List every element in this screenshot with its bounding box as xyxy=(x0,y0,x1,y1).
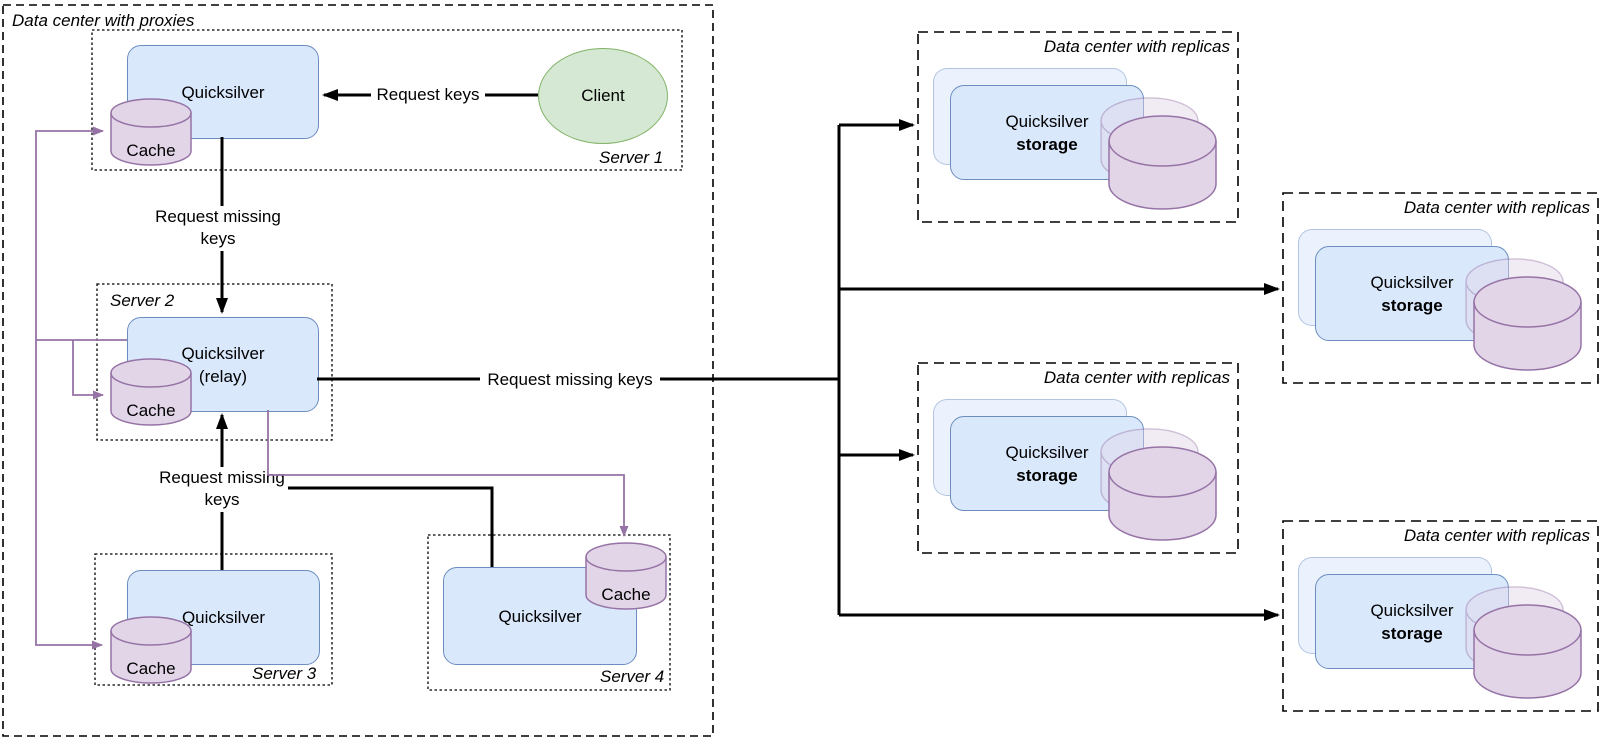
edge-label-line1: Request missing xyxy=(155,207,281,226)
edge-relay-to-server1-cache xyxy=(35,126,104,340)
server2-cache-cylinder: Cache xyxy=(110,358,192,426)
server2-cache-label: Cache xyxy=(126,401,176,420)
server2-label: Server 2 xyxy=(110,291,175,310)
server1-cache-label: Cache xyxy=(126,141,176,160)
replica-dc1-storage-cylinder xyxy=(1108,115,1217,210)
replica-node-line1: Quicksilver xyxy=(1370,600,1454,620)
replica-dc4: Data center with replicas Quicksilver st… xyxy=(1283,521,1598,711)
replica-dc4-label: Data center with replicas xyxy=(1403,526,1590,545)
edge-server4-to-relay xyxy=(288,486,494,567)
replica-dc2: Data center with replicas Quicksilver st… xyxy=(1283,193,1598,383)
server1-quicksilver-label: Quicksilver xyxy=(181,82,265,102)
edge-relay-to-server3-cache xyxy=(35,340,103,650)
server3-quicksilver-label: Quicksilver xyxy=(181,608,266,627)
server3-cache-cylinder: Cache xyxy=(110,616,192,684)
replica-dc1: Data center with replicas Quicksilver st… xyxy=(918,32,1238,222)
server4-label: Server 4 xyxy=(600,667,665,686)
client-label: Client xyxy=(581,86,625,105)
replica-node-line2: storage xyxy=(1016,465,1078,485)
replica-dc3-label: Data center with replicas xyxy=(1043,368,1230,387)
replica-node-line1: Quicksilver xyxy=(1370,272,1454,292)
replica-node-line1: Quicksilver xyxy=(1005,111,1089,131)
replica-dc3: Data center with replicas Quicksilver st… xyxy=(918,363,1238,553)
edge-label-s1-relay: Request missing keys xyxy=(152,206,284,251)
proxies-dc-label: Data center with proxies xyxy=(12,11,195,30)
edge-label-request-keys: Request keys xyxy=(371,84,485,105)
server1-cache-cylinder: Cache xyxy=(110,98,192,166)
edge-label-line1: Request missing xyxy=(159,468,285,487)
replica-dc1-label: Data center with replicas xyxy=(1043,37,1230,56)
client-ellipse: Client xyxy=(538,48,668,144)
edge-relay-to-server4-cache xyxy=(267,410,629,537)
server4-cache-label: Cache xyxy=(601,585,651,604)
server3-label: Server 3 xyxy=(252,664,317,683)
server3-cache-label: Cache xyxy=(126,659,176,678)
replica-dc2-storage-cylinder xyxy=(1473,276,1582,371)
replica-dc2-label: Data center with replicas xyxy=(1403,198,1590,217)
edge-label-line2: keys xyxy=(204,490,240,509)
relay-label-line1: Quicksilver xyxy=(181,343,265,363)
server1-label: Server 1 xyxy=(599,148,664,167)
replica-dc3-storage-cylinder xyxy=(1108,446,1217,541)
edge-relay-to-server2-cache xyxy=(72,340,104,400)
relay-label-line2: (relay) xyxy=(198,366,248,386)
edge-label-s3-relay: Request missing keys xyxy=(156,467,288,512)
edge-label-relay-replicas: Request missing keys xyxy=(480,369,660,390)
replica-node-line2: storage xyxy=(1381,623,1443,643)
replica-dc4-storage-cylinder xyxy=(1473,604,1582,699)
replica-node-line1: Quicksilver xyxy=(1005,442,1089,462)
server4-cache-cylinder: Cache xyxy=(585,542,667,610)
replica-node-line2: storage xyxy=(1381,295,1443,315)
server4-quicksilver-label: Quicksilver xyxy=(498,606,582,626)
replica-node-line2: storage xyxy=(1016,134,1078,154)
edge-label-line2: keys xyxy=(200,229,236,248)
